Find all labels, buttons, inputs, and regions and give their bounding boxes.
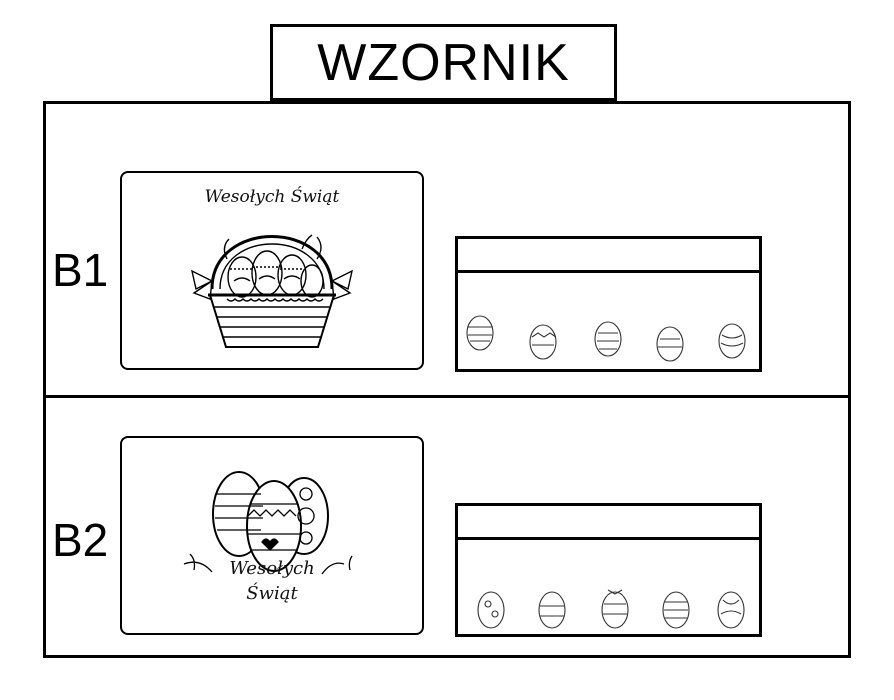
row-divider [43, 395, 851, 398]
sample-board [43, 101, 851, 658]
egg-row-decoration [477, 589, 745, 629]
decorated-eggs-illustration [183, 471, 353, 575]
card-b2[interactable]: Wesołych Świąt [120, 436, 424, 635]
row-label-b1: B1 [52, 244, 109, 296]
egg-row-decoration [466, 315, 746, 362]
card-greeting-line2: Świąt [246, 583, 298, 604]
page-title: WZORNIK [270, 24, 617, 101]
envelope-b1[interactable] [455, 236, 762, 372]
envelope-flap [458, 537, 759, 540]
card-greeting: Wesołych Świąt [204, 187, 340, 207]
row-label-b2: B2 [52, 514, 109, 566]
card-b1[interactable]: Wesołych Świąt [120, 171, 424, 370]
card-greeting-line1: Wesołych [229, 558, 315, 579]
envelope-b2[interactable] [455, 503, 762, 637]
easter-basket-illustration [190, 234, 354, 348]
envelope-flap [458, 270, 759, 273]
